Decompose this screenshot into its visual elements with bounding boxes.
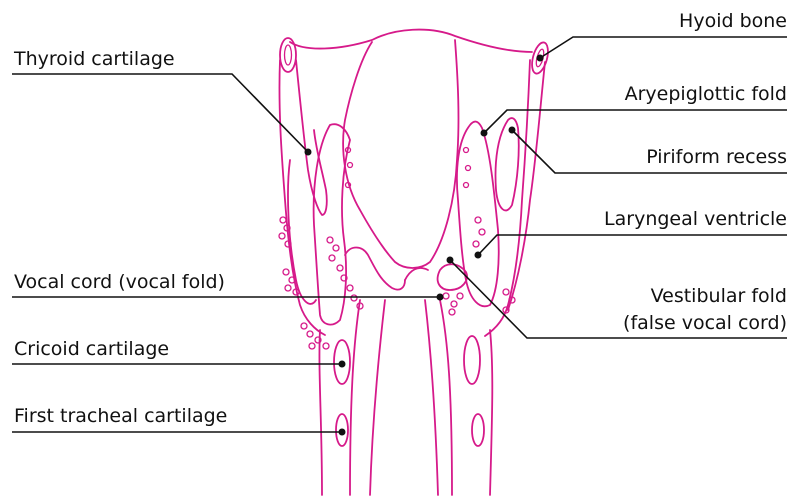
label-first-tracheal-cartilage: First tracheal cartilage bbox=[14, 405, 227, 427]
label-aryepiglottic-fold: Aryepiglottic fold bbox=[625, 83, 787, 105]
hyoid-left-end-inner bbox=[285, 45, 292, 65]
thyroid-cartilage-marker bbox=[305, 149, 312, 156]
label-laryngeal-ventricle: Laryngeal ventricle bbox=[604, 208, 787, 230]
glottis bbox=[405, 268, 428, 280]
glandular-texture bbox=[279, 148, 515, 350]
aryepiglottic-fold-marker bbox=[481, 130, 488, 137]
first-tracheal-cartilage-marker bbox=[339, 429, 346, 436]
vocal-cord-right bbox=[438, 264, 467, 290]
laryngeal-ventricle-marker bbox=[475, 252, 482, 259]
label-hyoid-bone: Hyoid bone bbox=[679, 10, 787, 32]
cricoid-cartilage-marker bbox=[339, 361, 346, 368]
vocal-cord-left bbox=[345, 248, 405, 290]
hyoid-bone-marker bbox=[537, 55, 544, 62]
left-lobe bbox=[314, 124, 350, 324]
hyoid-bone-outline bbox=[290, 30, 532, 52]
piriform-recess-marker bbox=[509, 127, 516, 134]
aryepiglottic-fold-leader bbox=[484, 110, 787, 133]
tracheal-cartilage-right bbox=[472, 414, 484, 446]
right-piriform bbox=[496, 118, 519, 210]
trachea-center bbox=[370, 300, 385, 495]
label-cricoid-cartilage: Cricoid cartilage bbox=[14, 338, 169, 360]
label-piriform-recess: Piriform recess bbox=[646, 146, 787, 168]
trachea-center-right bbox=[425, 300, 438, 495]
label-vestibular-fold-line2: (false vocal cord) bbox=[623, 312, 787, 334]
trachea-left-wall bbox=[319, 330, 322, 495]
cricoid-cartilage-right bbox=[464, 336, 480, 384]
hyoid-left-end bbox=[280, 38, 296, 72]
hyoid-bone-leader bbox=[540, 37, 787, 58]
label-vocal-cord: Vocal cord (vocal fold) bbox=[14, 271, 225, 293]
thyroid-right-inner bbox=[508, 62, 545, 310]
left-piriform bbox=[288, 160, 316, 304]
trachea-right-inner bbox=[440, 300, 452, 495]
vestibular-fold-marker bbox=[447, 257, 454, 264]
epiglottis bbox=[343, 40, 458, 268]
larynx-illustration bbox=[279, 30, 551, 495]
thyroid-cartilage-leader bbox=[12, 74, 308, 152]
label-vestibular-fold-line1: Vestibular fold bbox=[651, 285, 787, 307]
label-thyroid-cartilage: Thyroid cartilage bbox=[13, 48, 175, 70]
trachea-right-wall bbox=[490, 330, 492, 495]
vocal-cord-marker bbox=[437, 294, 444, 301]
thyroid-left-inner bbox=[296, 60, 327, 215]
trachea-left-inner bbox=[350, 300, 360, 495]
